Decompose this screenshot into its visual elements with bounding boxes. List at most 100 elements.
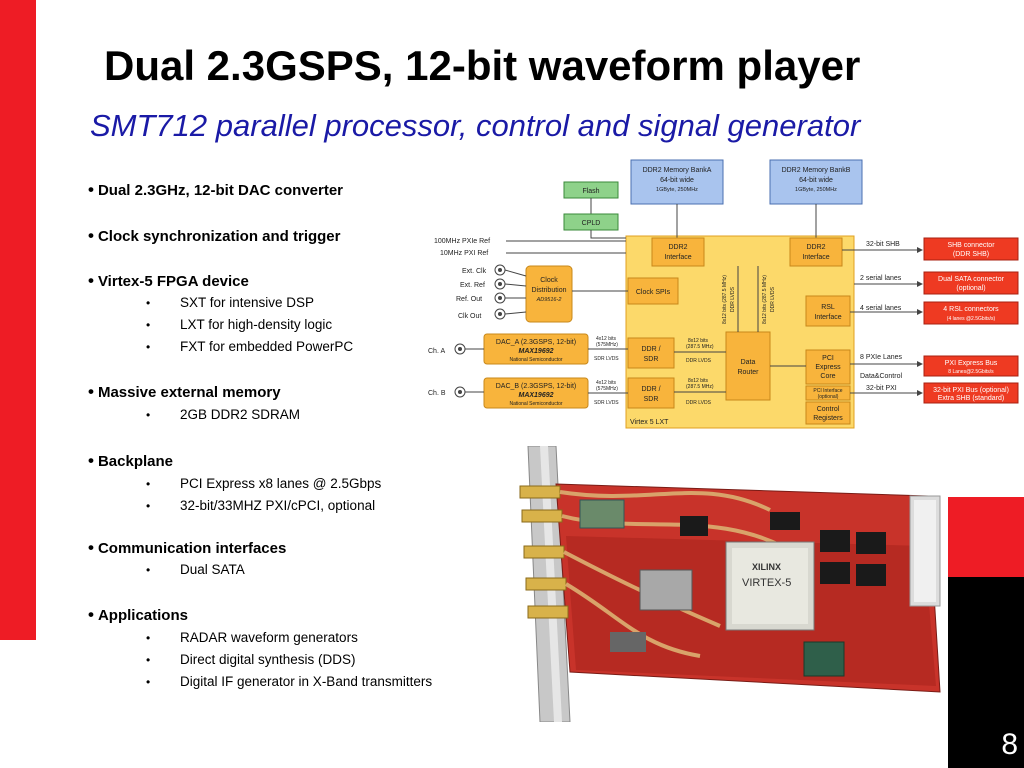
- svg-text:Core: Core: [820, 373, 835, 380]
- svg-text:DAC_B (2.3GSPS, 12-bit): DAC_B (2.3GSPS, 12-bit): [496, 383, 577, 390]
- svg-text:8x12 bits: 8x12 bits: [688, 338, 709, 344]
- svg-text:AD9516-2: AD9516-2: [536, 297, 562, 303]
- bullet-item: •Applications: [88, 605, 188, 624]
- sub-bullet-item: •Direct digital synthesis (DDS): [146, 652, 356, 667]
- bullet-item: •Virtex-5 FPGA device: [88, 271, 249, 290]
- svg-text:(575MHz): (575MHz): [596, 342, 618, 348]
- right-accent-black: [948, 577, 1024, 768]
- svg-text:Flash: Flash: [582, 188, 599, 195]
- svg-text:4x12 bits: 4x12 bits: [596, 380, 617, 386]
- svg-text:4 RSL connectors: 4 RSL connectors: [943, 306, 999, 313]
- svg-text:DDR2 Memory BankA: DDR2 Memory BankA: [643, 167, 712, 174]
- svg-text:(287.5 MHz): (287.5 MHz): [686, 384, 714, 390]
- sata-connector-box: Dual SATA connector (optional): [923, 271, 1019, 295]
- svg-text:Distribution: Distribution: [531, 287, 566, 294]
- svg-text:Interface: Interface: [814, 314, 841, 321]
- svg-text:Data: Data: [741, 359, 756, 366]
- svg-text:DDR LVDS: DDR LVDS: [730, 286, 736, 312]
- slide-title: Dual 2.3GSPS, 12-bit waveform player: [104, 42, 861, 89]
- page-number: 8: [1001, 728, 1018, 761]
- svg-text:SDR: SDR: [644, 356, 659, 363]
- svg-text:Router: Router: [737, 369, 759, 376]
- data-router-block: Data Router: [725, 331, 771, 401]
- svg-text:64-bit wide: 64-bit wide: [799, 177, 833, 184]
- svg-text:RSL: RSL: [821, 304, 835, 311]
- svg-text:8 Lanes@2.5Gbits/s: 8 Lanes@2.5Gbits/s: [948, 369, 994, 375]
- left-accent-bar: [0, 0, 36, 640]
- svg-text:MAX19692: MAX19692: [518, 392, 553, 399]
- svg-text:National Semiconductor: National Semiconductor: [509, 357, 562, 363]
- svg-text:DDR /: DDR /: [641, 386, 660, 393]
- rsl-interface: RSL Interface: [805, 295, 851, 327]
- input-label: Ext. Clk: [462, 268, 487, 275]
- ddr-sdr-block-2: DDR / SDR: [627, 377, 675, 409]
- dac-b-block: DAC_B (2.3GSPS, 12-bit) MAX19692 Nationa…: [483, 377, 589, 409]
- svg-text:DDR LVDS: DDR LVDS: [770, 286, 776, 312]
- flash-block: Flash: [563, 181, 619, 199]
- svg-text:(287.5 MHz): (287.5 MHz): [686, 344, 714, 350]
- sub-bullet-item: •RADAR waveform generators: [146, 630, 358, 645]
- svg-text:DDR2: DDR2: [806, 244, 825, 251]
- pxi-bus-box: 32-bit PXI Bus (optional) Extra SHB (sta…: [923, 382, 1019, 404]
- sub-bullet-item: •32-bit/33MHZ PXI/cPCI, optional: [146, 498, 376, 513]
- svg-text:PCI: PCI: [822, 355, 834, 362]
- svg-text:32-bit PXI Bus (optional): 32-bit PXI Bus (optional): [933, 387, 1009, 394]
- svg-text:(optional): (optional): [818, 394, 839, 400]
- rsl-connectors-box: 4 RSL connectors (4 lanes @2.5Gbits/s): [923, 301, 1019, 325]
- ddr-sdr-block-1: DDR / SDR: [627, 337, 675, 369]
- svg-text:DAC_A (2.3GSPS, 12-bit): DAC_A (2.3GSPS, 12-bit): [496, 339, 576, 346]
- svg-text:CPLD: CPLD: [582, 220, 601, 227]
- svg-text:PCI Interface: PCI Interface: [813, 388, 842, 394]
- slide-subtitle: SMT712 parallel processor, control and s…: [90, 108, 861, 143]
- svg-text:SDR LVDS: SDR LVDS: [594, 356, 619, 362]
- fpga-chip: XILINX VIRTEX-5: [725, 541, 815, 631]
- input-label: Ext. Ref: [460, 282, 485, 289]
- sub-bullet-item: •2GB DDR2 SDRAM: [146, 407, 301, 422]
- shb-connector-box: SHB connector (DDR SHB): [923, 237, 1019, 261]
- svg-text:PXI Express Bus: PXI Express Bus: [945, 360, 998, 367]
- svg-text:8x12 bits (287.5 MHz): 8x12 bits (287.5 MHz): [722, 275, 728, 324]
- ddr2-interface-a: DDR2 Interface: [651, 237, 705, 267]
- svg-text:64-bit wide: 64-bit wide: [660, 177, 694, 184]
- sub-bullet-item: •Dual SATA: [146, 562, 245, 577]
- svg-text:8x12 bits (287.5 MHz): 8x12 bits (287.5 MHz): [762, 275, 768, 324]
- svg-text:(optional): (optional): [956, 285, 985, 292]
- svg-text:1GByte, 250MHz: 1GByte, 250MHz: [656, 187, 698, 193]
- svg-text:Dual SATA connector: Dual SATA connector: [938, 276, 1005, 283]
- right-accent-red: [948, 497, 1024, 577]
- svg-text:8x12 bits: 8x12 bits: [688, 378, 709, 384]
- svg-text:DDR2 Memory BankB: DDR2 Memory BankB: [782, 167, 851, 174]
- svg-text:DDR2: DDR2: [668, 244, 687, 251]
- svg-text:Clock SPIs: Clock SPIs: [636, 289, 671, 296]
- pxi-express-bus-box: PXI Express Bus 8 Lanes@2.5Gbits/s: [923, 355, 1019, 377]
- pci-interface-block: PCI Interface (optional): [805, 385, 851, 401]
- svg-text:SDR: SDR: [644, 396, 659, 403]
- block-diagram: Virtex 5 LXT DDR2 Memory BankA 64-bit wi…: [420, 152, 1024, 440]
- output-label: Ch. B: [428, 390, 446, 397]
- link-label: 32-bit PXI: [866, 385, 897, 392]
- svg-text:SDR LVDS: SDR LVDS: [594, 400, 619, 406]
- svg-text:Interface: Interface: [802, 254, 829, 261]
- link-label: 8 PXIe Lanes: [860, 354, 903, 361]
- memory-bank-a: DDR2 Memory BankA 64-bit wide 1GByte, 25…: [630, 159, 724, 205]
- control-registers-block: Control Registers: [805, 401, 851, 425]
- board-photo: XILINX VIRTEX-5: [470, 446, 948, 722]
- svg-text:DDR /: DDR /: [641, 346, 660, 353]
- clock-distribution-block: Clock Distribution AD9516-2: [525, 265, 573, 323]
- memory-bank-b: DDR2 Memory BankB 64-bit wide 1GByte, 25…: [769, 159, 863, 205]
- sub-bullet-item: •SXT for intensive DSP: [146, 295, 315, 310]
- sub-bullet-item: •FXT for embedded PowerPC: [146, 339, 354, 354]
- clock-spis-block: Clock SPIs: [627, 277, 679, 305]
- input-label: Ref. Out: [456, 296, 482, 303]
- svg-text:Express: Express: [815, 364, 841, 371]
- bullet-item: •Dual 2.3GHz, 12-bit DAC converter: [88, 180, 344, 199]
- link-label: 2 serial lanes: [860, 275, 902, 282]
- svg-text:Clock: Clock: [540, 277, 558, 284]
- svg-text:Control: Control: [817, 406, 840, 413]
- svg-text:Extra SHB (standard): Extra SHB (standard): [938, 395, 1005, 402]
- svg-text:National Semiconductor: National Semiconductor: [509, 401, 562, 407]
- sub-bullet-item: •LXT for high-density logic: [146, 317, 333, 332]
- input-label: 10MHz PXI Ref: [440, 250, 488, 257]
- svg-text:Interface: Interface: [664, 254, 691, 261]
- bullet-item: •Massive external memory: [88, 382, 281, 401]
